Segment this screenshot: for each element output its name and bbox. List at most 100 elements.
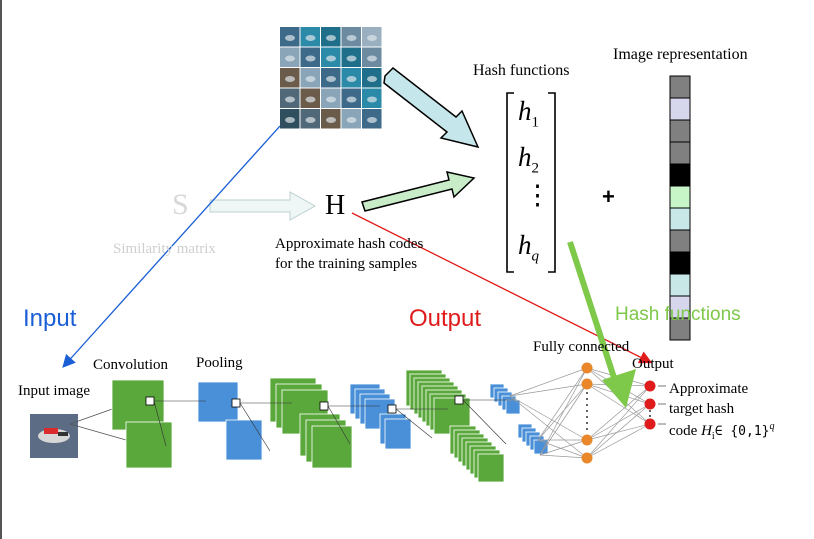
output-heading: Output — [409, 305, 482, 332]
hash-fn-h1-base: h — [518, 96, 532, 126]
receptive-line — [327, 405, 351, 445]
hash-fn-dots-base: ⋮ — [524, 180, 551, 210]
receptive-field — [319, 401, 329, 411]
fc-edge — [539, 367, 588, 456]
image-representation-label: Image representation — [613, 46, 748, 63]
training-image-tile-subject — [305, 76, 316, 82]
approx-target-formula-sup: q — [769, 421, 775, 432]
hash-fn-dots: ⋮ — [524, 180, 551, 211]
training-image-tile-subject — [285, 55, 295, 62]
hash-fn-h2: h2 — [518, 142, 539, 177]
training-image-tile-subject — [305, 96, 316, 103]
approx-target-line2: target hash — [669, 401, 735, 417]
hash-functions-green-label: Hash functions — [615, 304, 741, 325]
training-image-tile-subject — [285, 96, 295, 103]
approx-target-line1: Approximate — [669, 381, 749, 397]
representation-cell — [669, 97, 691, 121]
cnn-layers — [111, 369, 549, 483]
convolution-label: Convolution — [93, 357, 169, 373]
image-representation-vector — [669, 75, 691, 341]
fc-edge — [509, 395, 588, 459]
plus-sign: + — [602, 184, 615, 209]
training-image-tile-subject — [367, 117, 377, 123]
training-image-tile-subject — [326, 35, 336, 41]
frame-border — [0, 0, 2, 539]
fc-edge — [539, 454, 588, 459]
training-image-tile-subject — [326, 55, 336, 62]
pool1-map — [225, 419, 263, 461]
training-image-tile-subject — [326, 96, 336, 103]
training-image-tile-subject — [346, 76, 357, 82]
hash-fn-h2-base: h — [518, 142, 532, 172]
block-arrow-s-to-h — [209, 191, 317, 221]
fc-edge — [539, 383, 588, 456]
hash-functions-green-arrowhead — [602, 369, 636, 408]
receptive-field — [387, 404, 397, 414]
input-image-label: Input image — [18, 383, 91, 399]
training-image-tile-subject — [305, 35, 316, 41]
hash-fn-h1: h1 — [518, 96, 539, 131]
block-arrow-images-to-hash — [383, 67, 480, 149]
fc-node — [581, 434, 593, 446]
receptive-field — [454, 395, 464, 405]
fc-node — [581, 452, 593, 464]
hash-codes-symbol: H — [325, 190, 346, 221]
training-image-tile-subject — [367, 55, 377, 62]
fc-edge — [537, 383, 588, 441]
receptive-field — [231, 398, 241, 408]
hash-fn-h2-sub: 2 — [531, 160, 540, 177]
receptive-line — [239, 402, 271, 452]
approx-target-line3: code Hi∈ {0,1}q — [669, 421, 775, 442]
fc-edge — [509, 395, 588, 441]
training-image-tile-subject — [326, 76, 336, 82]
representation-cell — [669, 207, 691, 231]
fc-edge — [509, 367, 588, 397]
fc-node — [581, 378, 593, 390]
representation-cell — [669, 163, 691, 187]
fc-edge — [586, 403, 651, 459]
approx-codes-line1: Approximate hash codes — [275, 236, 424, 252]
pooling-label: Pooling — [196, 355, 243, 371]
output-node — [644, 380, 656, 392]
fc-edge — [586, 423, 651, 459]
approx-target-formula-h: H — [701, 423, 712, 439]
training-image-tile-subject — [346, 55, 357, 62]
hash-fn-hq-sub: q — [531, 248, 540, 265]
hash-functions-top-label: Hash functions — [473, 62, 570, 79]
training-image-tile-subject — [346, 117, 357, 123]
training-image-tile-subject — [285, 76, 295, 82]
hash-fn-hq: hq — [518, 230, 539, 265]
conv3-map — [477, 453, 505, 483]
fc-edge — [586, 383, 651, 425]
input-heading: Input — [23, 305, 77, 332]
approx-codes-line2: for the training samples — [275, 256, 418, 272]
approx-target-formula-sub: i — [711, 431, 715, 442]
fc-edge — [509, 383, 588, 397]
training-image-tile-subject — [346, 96, 357, 103]
hash-vector-bracket — [506, 92, 556, 273]
training-image-tile-subject — [367, 96, 377, 103]
hash-fn-hq-base: h — [518, 230, 532, 260]
fc-edge — [586, 385, 651, 459]
representation-cell — [669, 119, 691, 143]
similarity-caption: Similarity matrix — [113, 241, 216, 257]
fc-edge — [586, 423, 651, 441]
training-image-tile-subject — [285, 117, 295, 123]
representation-cell — [669, 75, 691, 99]
conv1-map — [125, 421, 173, 469]
hash-functions-green-arrow — [567, 241, 621, 391]
representation-cell — [669, 251, 691, 275]
fc-edge — [539, 439, 588, 456]
representation-cell — [669, 185, 691, 209]
training-image-tile-subject — [305, 55, 316, 62]
receptive-line — [395, 408, 433, 439]
output-layer-label: Output — [632, 356, 674, 372]
output-node — [644, 398, 656, 410]
similarity-symbol: S — [172, 188, 189, 221]
training-image-tile-subject — [367, 35, 377, 41]
receptive-line — [462, 399, 507, 445]
output-node — [644, 418, 656, 430]
pool2-map — [384, 418, 412, 450]
conv2-map — [311, 425, 353, 469]
